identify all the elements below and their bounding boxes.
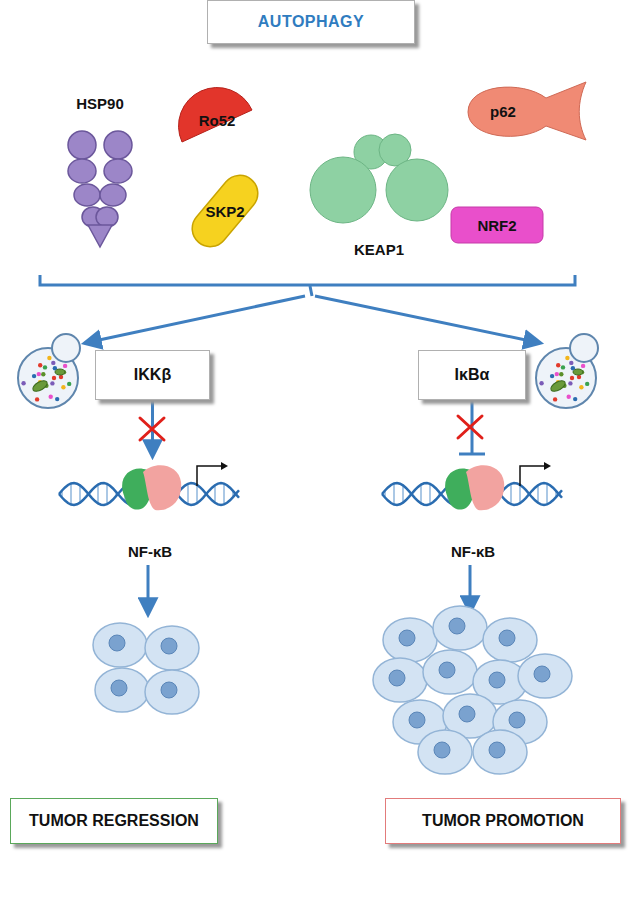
hsp-node: HSP90 [50, 95, 150, 255]
node-label: SKP2 [205, 203, 244, 220]
node-label: IKKβ [134, 366, 171, 384]
node-label: NF-κB [128, 543, 172, 560]
label-box: IκBα [418, 350, 526, 400]
dna-node: NF-κB [55, 456, 245, 560]
label-box: IKKβ [95, 350, 210, 400]
bracket [40, 275, 575, 285]
label-box: TUMOR REGRESSION [10, 798, 218, 844]
node-label: TUMOR PROMOTION [422, 812, 584, 830]
autophagosome-icon [536, 334, 598, 408]
nrf2-node: NRF2 [450, 206, 544, 244]
split-arrow [85, 296, 305, 343]
node-label: IκBα [455, 366, 490, 384]
label-box: AUTOPHAGY [207, 0, 415, 44]
keap-node: KEAP1 [303, 130, 455, 258]
ro52-node: Ro52 [178, 92, 256, 148]
node-label: AUTOPHAGY [258, 13, 364, 31]
arrow [469, 565, 472, 612]
label-box: TUMOR PROMOTION [385, 798, 621, 844]
arrow [147, 565, 150, 614]
node-label: NRF2 [477, 217, 516, 234]
keap-shape [303, 130, 455, 258]
node-label: Ro52 [199, 112, 236, 129]
node-label: HSP90 [76, 95, 124, 112]
dna-node: NF-κB [378, 456, 568, 560]
cross-mark [140, 418, 164, 440]
node-label: NF-κB [451, 543, 495, 560]
hsp-shape [50, 95, 150, 255]
node-label: TUMOR REGRESSION [29, 812, 199, 830]
node-label: KEAP1 [354, 241, 404, 258]
inhibit-connector [459, 400, 485, 454]
p62-shape [460, 76, 595, 146]
split-arrow [315, 296, 540, 343]
cross-mark [458, 416, 482, 438]
skp2-node: SKP2 [182, 168, 268, 254]
p62-node: p62 [460, 76, 595, 146]
tumor-cells [93, 606, 572, 774]
node-label: p62 [490, 103, 516, 120]
autophagosome-icon [18, 334, 80, 408]
